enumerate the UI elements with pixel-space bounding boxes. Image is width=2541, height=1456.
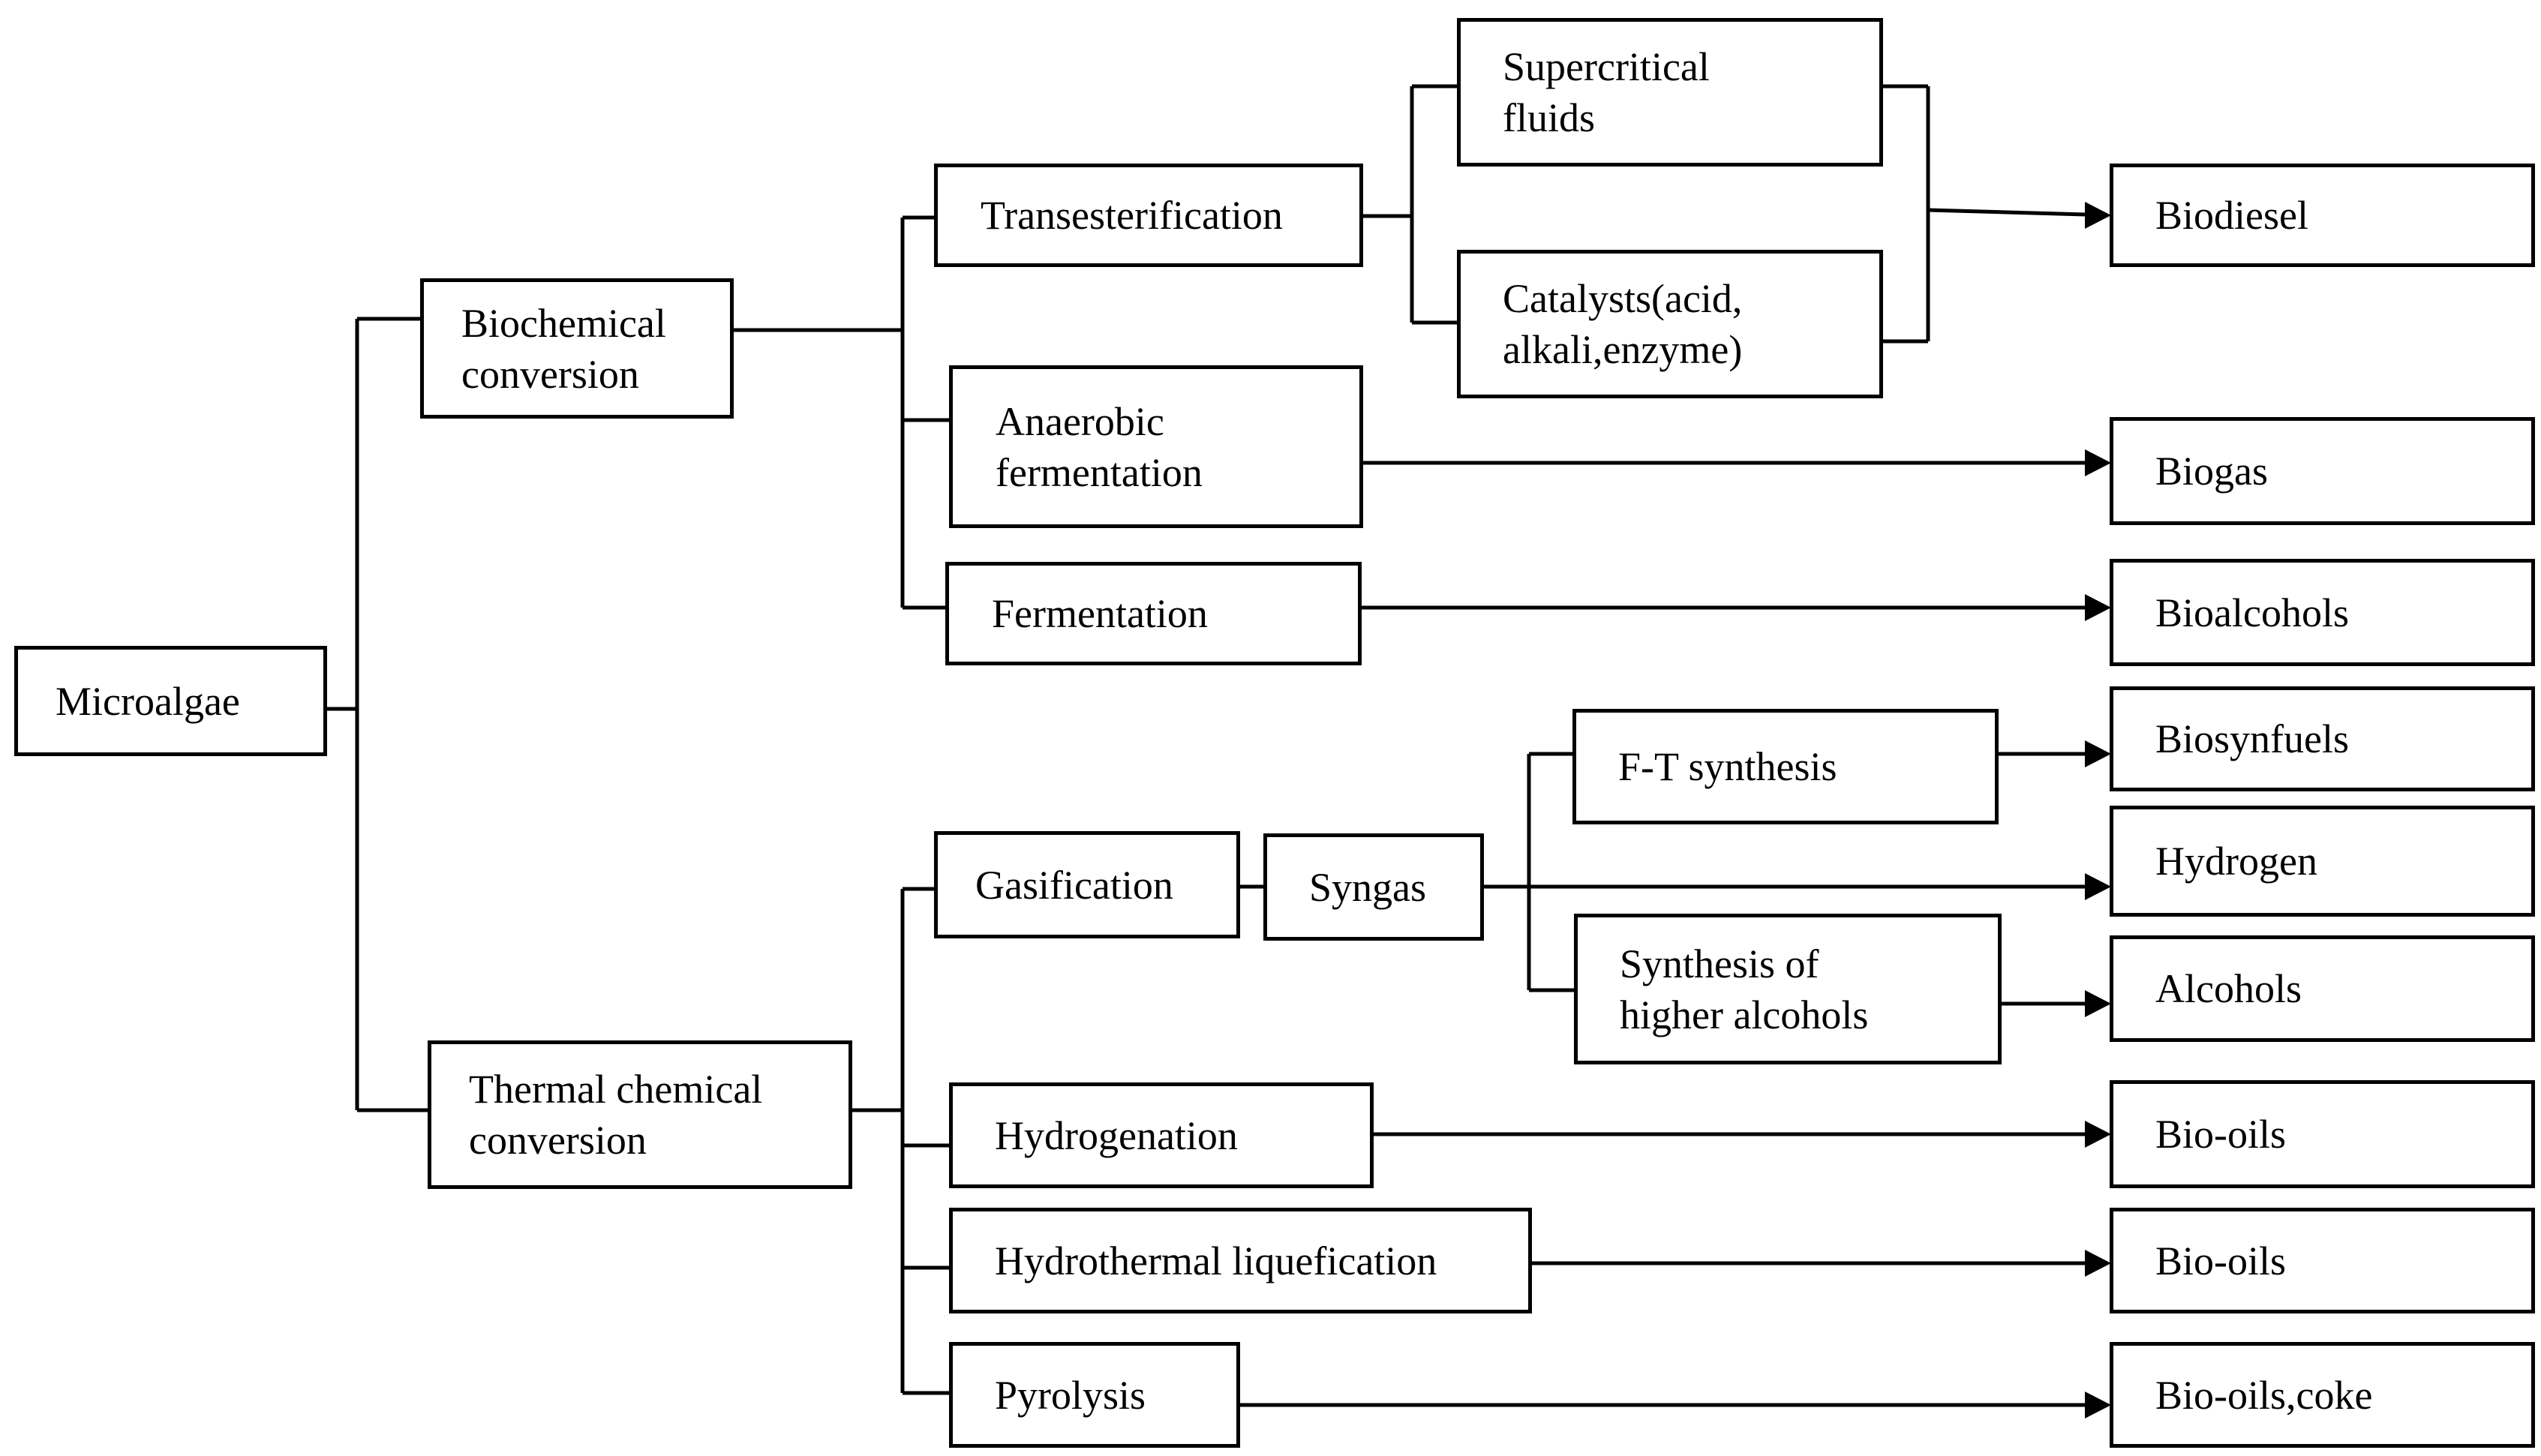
node-biosynfuels-label: Biosynfuels	[2155, 716, 2350, 761]
node-fermentation-label: Fermentation	[992, 591, 1208, 636]
node-biodiesel: Biodiesel	[2110, 164, 2535, 267]
node-bio-oils-coke: Bio-oils,coke	[2110, 1342, 2535, 1448]
node-thermal-chemical-conversion: Thermal chemical conversion	[428, 1040, 852, 1189]
node-supercritical-fluids-line-1: Supercritical	[1503, 44, 1710, 89]
node-ft-synthesis: F-T synthesis	[1572, 709, 1999, 824]
node-hydrothermal-liquefication: Hydrothermal liquefication	[949, 1208, 1532, 1313]
node-fermentation: Fermentation	[945, 562, 1362, 665]
node-bio-oils-hydrogenation-label: Bio-oils	[2155, 1112, 2287, 1157]
node-transesterification-label: Transesterification	[981, 193, 1283, 238]
node-gasification-label: Gasification	[975, 862, 1173, 908]
node-pyrolysis-label: Pyrolysis	[995, 1372, 1146, 1418]
node-synthesis-higher-alcohols-line-1: Synthesis of	[1620, 941, 1819, 986]
node-biosynfuels: Biosynfuels	[2110, 686, 2535, 791]
node-bioalcohols: Bioalcohols	[2110, 559, 2535, 666]
node-bio-oils-hydrogenation: Bio-oils	[2110, 1080, 2535, 1188]
node-hydrogen: Hydrogen	[2110, 806, 2535, 917]
node-synthesis-higher-alcohols: Synthesis of higher alcohols	[1574, 914, 2002, 1064]
node-catalysts-line-2: alkali,enzyme)	[1503, 327, 1743, 372]
node-microalgae-label: Microalgae	[56, 678, 240, 724]
node-syngas-label: Syngas	[1309, 864, 1427, 910]
node-alcohols: Alcohols	[2110, 935, 2535, 1042]
node-catalysts: Catalysts(acid, alkali,enzyme)	[1457, 250, 1883, 398]
node-anaerobic-fermentation-line-2: fermentation	[996, 449, 1203, 495]
node-hydrogen-label: Hydrogen	[2155, 839, 2317, 884]
node-synthesis-higher-alcohols-line-2: higher alcohols	[1620, 992, 1869, 1037]
node-bioalcohols-label: Bioalcohols	[2155, 590, 2349, 635]
node-anaerobic-fermentation-line-1: Anaerobic	[996, 398, 1164, 444]
node-pyrolysis: Pyrolysis	[949, 1342, 1240, 1448]
node-alcohols-label: Alcohols	[2155, 966, 2302, 1011]
node-thermal-chemical-conversion-line-2: conversion	[469, 1118, 647, 1163]
node-bio-oils-liquefication-label: Bio-oils	[2155, 1238, 2287, 1283]
node-biogas-label: Biogas	[2155, 449, 2269, 494]
node-microalgae: Microalgae	[14, 646, 327, 756]
node-hydrogenation: Hydrogenation	[949, 1082, 1374, 1188]
node-ft-synthesis-label: F-T synthesis	[1618, 744, 1837, 789]
node-syngas: Syngas	[1263, 833, 1484, 941]
node-bio-oils-coke-label: Bio-oils,coke	[2155, 1372, 2373, 1418]
node-bio-oils-liquefication: Bio-oils	[2110, 1208, 2535, 1313]
node-biogas: Biogas	[2110, 417, 2535, 525]
node-hydrothermal-liquefication-label: Hydrothermal liquefication	[995, 1238, 1437, 1283]
node-transesterification: Transesterification	[934, 164, 1363, 267]
node-supercritical-fluids-line-2: fluids	[1503, 95, 1596, 140]
node-hydrogenation-label: Hydrogenation	[995, 1112, 1238, 1158]
node-biochemical-conversion-line-1: Biochemical	[461, 300, 666, 346]
node-catalysts-line-1: Catalysts(acid,	[1503, 276, 1743, 321]
node-thermal-chemical-conversion-line-1: Thermal chemical	[469, 1067, 763, 1112]
node-biochemical-conversion: Biochemical conversion	[420, 278, 734, 419]
node-supercritical-fluids: Supercritical fluids	[1457, 18, 1883, 167]
node-anaerobic-fermentation: Anaerobic fermentation	[949, 365, 1363, 528]
node-gasification: Gasification	[934, 831, 1240, 938]
node-biochemical-conversion-line-2: conversion	[461, 351, 639, 397]
node-biodiesel-label: Biodiesel	[2155, 193, 2308, 238]
